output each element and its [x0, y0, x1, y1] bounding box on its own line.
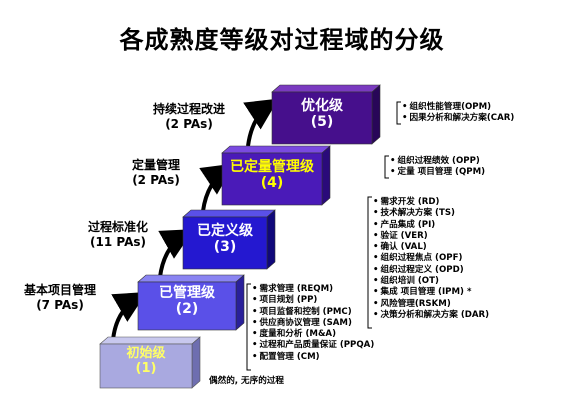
step-level-4: [221, 145, 331, 206]
step-level-5: [271, 84, 381, 145]
level-4-number: (4): [260, 175, 284, 192]
transition-standardization: 过程标准化 (11 PAs): [68, 220, 168, 250]
transition-basic-pm-name: 基本项目管理: [23, 283, 96, 297]
transition-standardization-count: (11 PAs): [90, 235, 146, 249]
step-level-3: [182, 209, 276, 270]
list-item: 确认 (VAL): [373, 242, 489, 253]
list-item: 度量和分析 (M&A): [252, 329, 374, 340]
level-1-label: 初始级 (1): [100, 346, 192, 377]
arrow-4-to-5: [243, 98, 279, 147]
level-2-number: (2): [175, 301, 199, 318]
list-item: 组织培训 (OT): [373, 276, 489, 287]
pa-list-level-2: 需求管理 (REQM) 项目规划 (PP) 项目监督和控制 (PMC) 供应商协…: [252, 284, 375, 363]
list-item: 决策分析和解决方案 (DAR): [373, 310, 490, 321]
pa-list-level-5: 组织性能管理(OPM) 因果分析和解决方案(CAR): [402, 102, 515, 125]
list-item: 集成 项目管理 (IPM) *: [373, 287, 489, 298]
list-item: 需求开发 (RD): [373, 197, 489, 208]
list-item: 过程和产品质量保证 (PPQA): [252, 340, 375, 351]
transition-continuous-improvement-count: (2 PAs): [165, 117, 213, 131]
level-5-name: 优化级: [301, 98, 343, 114]
level-1-name: 初始级: [126, 346, 166, 361]
pa-list-level-4: 组织过程绩效 (OPP) 定量 项目管理 (QPM): [390, 156, 486, 179]
transition-continuous-improvement-name: 持续过程改进: [152, 102, 225, 116]
transition-quant-mgmt-count: (2 PAs): [132, 173, 180, 187]
list-item: 组织过程定义 (OPD): [373, 265, 489, 276]
transition-basic-pm: 基本项目管理 (7 PAs): [10, 283, 110, 313]
transition-standardization-name: 过程标准化: [87, 220, 148, 234]
pa-bracket-level-2: [246, 283, 251, 371]
level-2-name: 已管理级: [159, 285, 215, 301]
pa-bracket-level-4: [384, 155, 389, 179]
list-item: 验证 (VER): [373, 231, 489, 242]
list-item: 组织过程绩效 (OPP): [390, 156, 485, 167]
level-3-name: 已定义级: [197, 223, 253, 239]
list-item: 项目规划 (PP): [252, 295, 374, 306]
list-item: 组织过程焦点 (OPF): [373, 253, 489, 264]
level-3-number: (3): [213, 239, 237, 256]
list-item: 需求管理 (REQM): [252, 284, 374, 295]
list-item: 项目监督和控制 (PMC): [252, 307, 374, 318]
level-4-name: 已定量管理级: [230, 159, 314, 175]
level-5-number: (5): [310, 114, 334, 131]
list-item: 供应商协议管理 (SAM): [252, 318, 374, 329]
list-item: 定量 项目管理 (QPM): [390, 167, 486, 178]
level-2-label: 已管理级 (2): [138, 285, 236, 317]
transition-continuous-improvement: 持续过程改进 (2 PAs): [134, 102, 244, 132]
step-level-2: [137, 274, 245, 331]
level-5-label: 优化级 (5): [272, 98, 372, 130]
transition-basic-pm-count: (7 PAs): [36, 298, 84, 312]
list-item: 风险管理(RSKM): [373, 299, 489, 310]
level-1-number: (1): [135, 360, 157, 376]
level-1-note: 偶然的, 无序的过程: [209, 376, 285, 386]
page-title: 各成熟度等级对过程域的分级: [119, 26, 445, 54]
list-item: 配置管理 (CM): [252, 352, 374, 363]
transition-quant-mgmt-name: 定量管理: [131, 158, 180, 172]
pa-bracket-level-5: [396, 101, 401, 125]
level-4-label: 已定量管理级 (4): [222, 159, 322, 191]
transition-quant-mgmt: 定量管理 (2 PAs): [106, 158, 206, 188]
level-3-label: 已定义级 (3): [183, 223, 267, 255]
list-item: 产品集成 (PI): [373, 220, 489, 231]
list-item: 组织性能管理(OPM): [402, 102, 514, 113]
list-item: 技术解决方案 (TS): [373, 208, 489, 219]
list-item: 因果分析和解决方案(CAR): [402, 113, 515, 124]
step-level-1: [99, 336, 201, 389]
pa-list-level-3: 需求开发 (RD) 技术解决方案 (TS) 产品集成 (PI) 验证 (VER)…: [373, 197, 490, 321]
arrow-1-to-2: [111, 291, 147, 341]
